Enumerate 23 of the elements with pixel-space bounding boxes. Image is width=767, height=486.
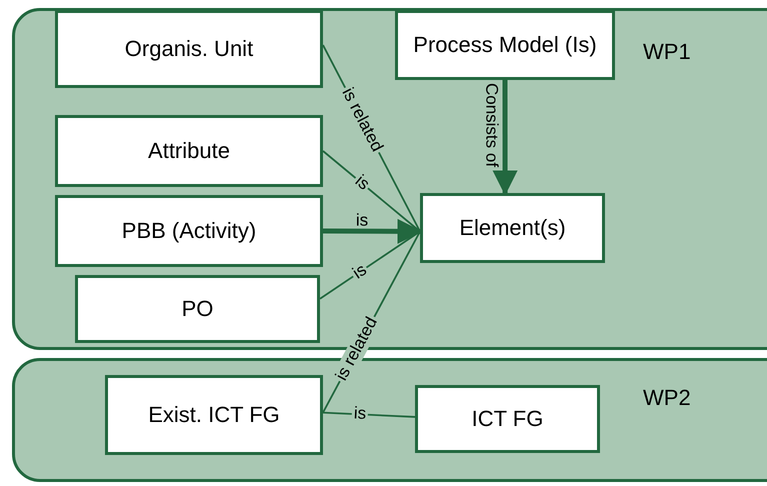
process-box [55,115,323,187]
process-box [415,385,600,453]
edge-label: Consists of [482,82,500,170]
group-label: WP1 [643,38,691,66]
box-label: Attribute [148,138,230,164]
group-label: WP2 [643,384,691,412]
box-label: Process Model (Is) [413,32,597,58]
box-label: PBB (Activity) [122,218,256,244]
process-box [420,193,605,263]
connector-line [322,412,416,418]
box-label: PO [182,296,214,322]
connector-line [492,80,518,196]
process-box [105,375,323,455]
edge-label: is [354,212,369,231]
box-label: Exist. ICT FG [148,402,280,428]
process-box [395,10,615,80]
process-box [55,10,323,88]
box-label: ICT FG [472,406,544,432]
process-box [75,275,320,343]
box-label: Organis. Unit [124,36,254,62]
process-box [55,195,323,267]
box-label: Element(s) [459,214,566,242]
connector-line [322,218,422,244]
